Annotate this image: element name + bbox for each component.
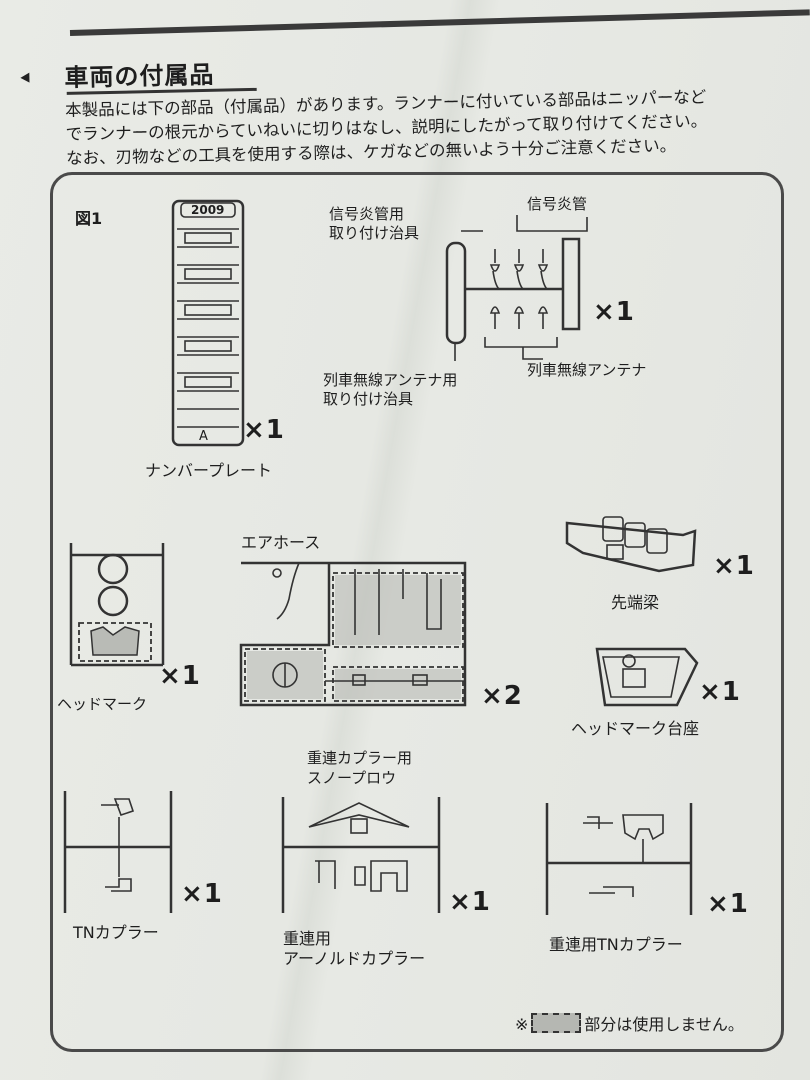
unused-part-swatch xyxy=(531,1013,582,1033)
arnold-coupler-label-2: アーノルドカプラー xyxy=(283,949,426,968)
section-header: 車両の付属品 本製品には下の部品（付属品）があります。ランナーに付いている部品は… xyxy=(20,43,782,171)
double-tn-coupler-illustration xyxy=(545,803,693,915)
arnold-coupler-illustration xyxy=(281,797,441,913)
arnold-coupler-qty: ×1 xyxy=(449,887,491,917)
antenna-label: 列車無線アンテナ xyxy=(527,361,647,379)
signal-tube-label: 信号炎管 xyxy=(527,195,588,213)
head-mark-base-illustration xyxy=(595,647,699,707)
number-plate-label: ナンバープレート xyxy=(145,461,273,480)
footnote: ※ 部分は使用しません。 xyxy=(515,1011,744,1035)
snow-plow-label-2: スノープロウ xyxy=(307,769,397,787)
signal-jig-label-1: 信号炎管用 xyxy=(329,205,405,223)
double-tn-coupler-label: 重連用TNカプラー xyxy=(549,935,683,954)
antenna-jig-label-1: 列車無線アンテナ用 xyxy=(323,371,458,389)
air-hose-runner-illustration xyxy=(239,561,467,707)
signal-runner-qty: ×1 xyxy=(593,297,635,327)
end-beam-label: 先端梁 xyxy=(611,593,660,612)
arnold-coupler-label-1: 重連用 xyxy=(283,929,332,948)
head-mark-base-label: ヘッドマーク台座 xyxy=(571,719,700,738)
top-divider xyxy=(69,9,810,36)
double-tn-coupler-qty: ×1 xyxy=(707,889,749,919)
tn-coupler-label: TNカプラー xyxy=(73,923,159,942)
number-plate-top-text: 2009 xyxy=(191,203,225,217)
snow-plow-label-1: 重連カプラー用 xyxy=(307,749,413,767)
antenna-jig-label-2: 取り付け治具 xyxy=(323,390,414,408)
signal-tube-runner-illustration xyxy=(445,215,588,361)
end-beam-illustration xyxy=(565,516,697,573)
arrow-left-icon xyxy=(20,72,30,83)
head-mark-label: ヘッドマーク xyxy=(57,695,148,713)
figure-label: 図1 xyxy=(75,209,103,228)
signal-jig-label-2: 取り付け治具 xyxy=(329,224,420,242)
parts-figure: 図1 2009 A ×1 ナンバープレート 信号炎管用 取り付け治具 信号炎管 xyxy=(50,172,784,1052)
footnote-prefix: ※ xyxy=(515,1015,529,1034)
number-plate-illustration xyxy=(171,199,245,447)
tn-coupler-illustration xyxy=(63,791,173,913)
number-plate-qty: ×1 xyxy=(243,415,285,445)
head-mark-illustration xyxy=(69,543,165,667)
air-hose-qty: ×2 xyxy=(481,681,523,711)
head-mark-qty: ×1 xyxy=(159,661,201,691)
air-hose-label: エアホース xyxy=(241,533,321,552)
end-beam-qty: ×1 xyxy=(713,551,755,581)
head-mark-base-qty: ×1 xyxy=(699,677,741,707)
number-plate-bottom-text: A xyxy=(199,429,208,444)
tn-coupler-qty: ×1 xyxy=(181,879,223,909)
footnote-text: 部分は使用しません。 xyxy=(584,1015,744,1034)
